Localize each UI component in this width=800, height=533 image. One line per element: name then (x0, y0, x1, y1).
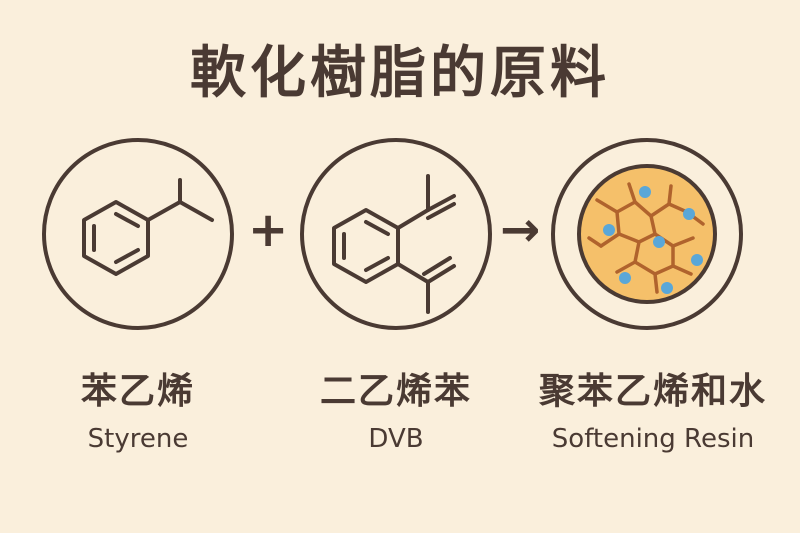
styrene-label-cn: 苯乙烯 (80, 371, 195, 412)
dvb-label-cn: 二乙烯苯 (319, 371, 472, 412)
dvb-circle (300, 138, 492, 330)
dvb-label-en: DVB (368, 424, 424, 454)
resin-label-cn: 聚苯乙烯和水 (538, 371, 767, 412)
resin-label-en: Softening Resin (551, 424, 755, 454)
styrene-circle (42, 138, 234, 330)
arrow-operator: → (500, 202, 541, 258)
resin-network-icon (577, 164, 717, 304)
page-title: 軟化樹脂的原料 (190, 41, 610, 106)
dvb-structure-icon (332, 174, 456, 314)
styrene-structure-icon (82, 178, 214, 276)
resin-circle (551, 138, 743, 330)
styrene-label-en: Styrene (87, 424, 189, 454)
plus-operator: + (248, 202, 289, 258)
